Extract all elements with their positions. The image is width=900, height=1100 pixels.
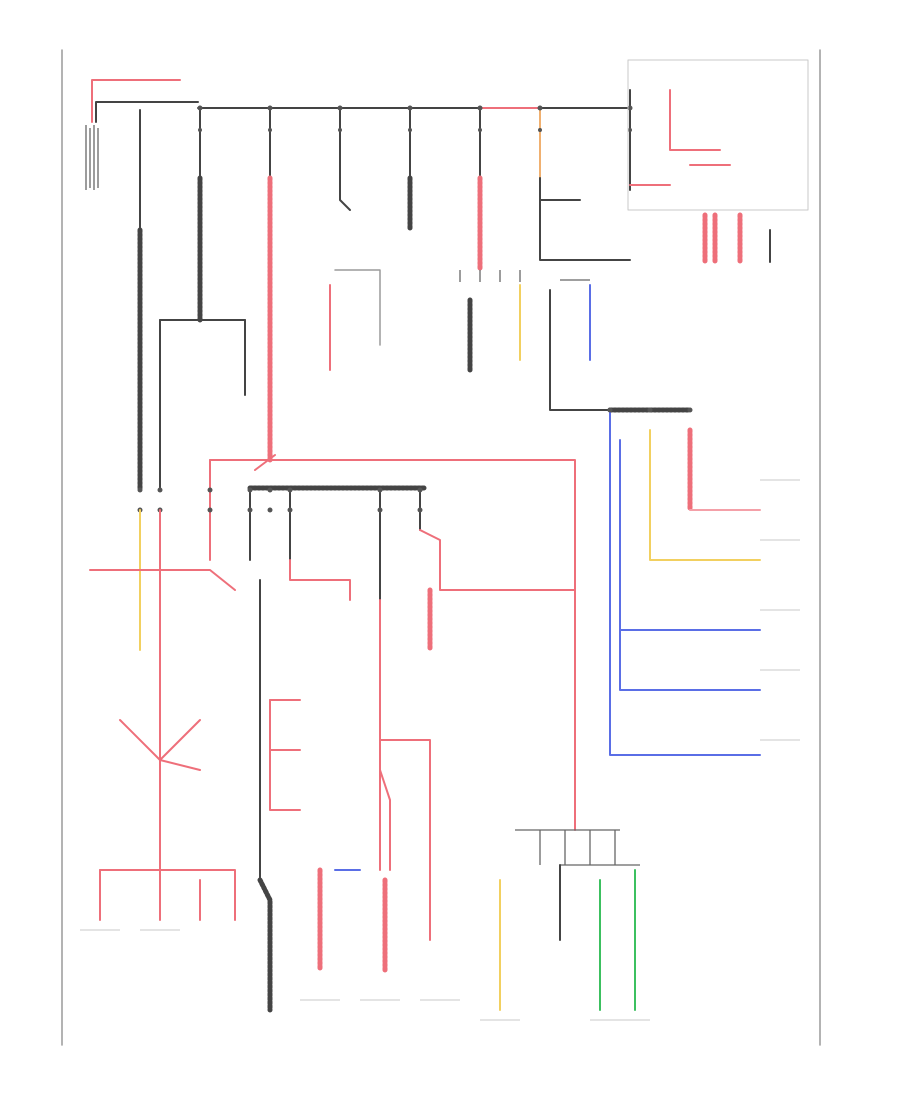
multi-switch-cluster	[515, 829, 640, 866]
blue-branch-outer	[609, 409, 761, 756]
fuse-row	[137, 407, 693, 513]
left-red-branch	[89, 569, 236, 591]
main-red-distribution-bus	[209, 459, 576, 831]
top-right-module-outline	[627, 59, 809, 211]
module-drops	[702, 212, 771, 265]
center-red-right-branch	[379, 739, 431, 941]
module-red-loop	[669, 89, 721, 151]
red-bus-crossover	[254, 454, 276, 471]
lower-left-drops	[99, 869, 201, 921]
center-red-bend	[379, 769, 391, 871]
component-markers	[80, 479, 800, 1021]
column-340-switch	[339, 177, 351, 211]
blue-branch-middle	[619, 439, 761, 691]
center-red-ladder	[269, 699, 301, 811]
relay-control-wire	[334, 269, 381, 346]
battery-positive-wire	[91, 79, 181, 123]
battery-main-feed-wire	[95, 101, 199, 123]
ignition-bus-wire	[539, 177, 631, 261]
left-red-tap	[159, 759, 201, 771]
center-red-branch	[289, 559, 351, 601]
battery-symbol	[85, 125, 99, 190]
center-black-harness-lower	[257, 877, 273, 1013]
center-right-red-loop	[419, 529, 576, 591]
yellow-branch	[649, 429, 761, 561]
lower-left-red-bus	[99, 869, 236, 921]
fusible-link-nodes	[197, 105, 633, 132]
middle-bus-drops	[249, 487, 421, 601]
ignition-switch-contacts	[459, 270, 590, 282]
output-550-to-right-bus	[549, 289, 691, 411]
fusible-link-columns	[199, 89, 631, 191]
